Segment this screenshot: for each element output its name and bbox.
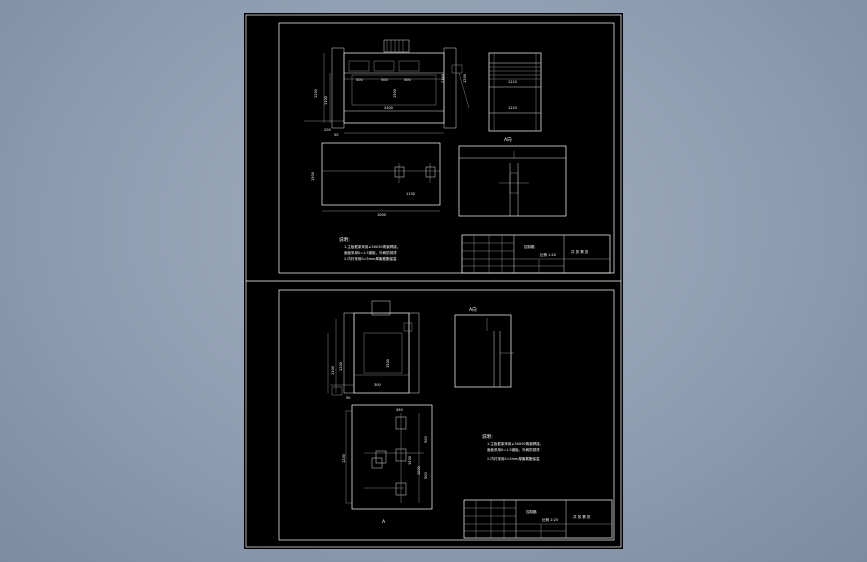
s2-plan-dim-450: 450	[396, 408, 403, 412]
s2-tb-name: 控制箱	[526, 509, 537, 514]
s1-tb-sheet: 共 张 第 张	[571, 249, 589, 254]
s2-plan-dim-500a: 500	[424, 436, 428, 443]
s2-plan-label: A	[382, 519, 386, 525]
s1-note-1: 1.主板框架采用∠50X50角钢焊接，	[344, 244, 400, 249]
cad-drawing: 500 500 500 2400 1200 1500 1100 200 2140…	[245, 14, 622, 548]
drawing-canvas: 500 500 500 2400 1200 1500 1100 200 2140…	[244, 13, 623, 549]
s2-plan-dim-1000: 1000	[417, 466, 421, 475]
s2-dim-1200: 1200	[339, 362, 343, 371]
s1-side-dim-1210b: 1210	[508, 106, 517, 110]
s1-plan-dim-1130: 1130	[406, 192, 415, 196]
s1-side-dim-1210a: 1210	[508, 80, 517, 84]
s2-notes-title: 说明：	[482, 433, 496, 440]
s1-tb-name: 控制箱	[524, 244, 535, 249]
s1-dim-500b: 500	[381, 78, 388, 82]
s1-dim-1500: 1500	[393, 89, 397, 98]
s1-dim-50: 50	[334, 133, 338, 137]
s2-plan-dim-1200: 1200	[342, 454, 346, 463]
sheet1-title-block: 控制箱 比例 1:20 共 张 第 张	[461, 234, 611, 274]
sheet2-frame	[278, 289, 615, 541]
s1-view-a-label-top: A向	[504, 136, 512, 143]
s1-dim-500a: 500	[356, 78, 363, 82]
sheet2-title-block: 控制箱 比例 1:20 共 张 第 张	[463, 499, 613, 539]
s1-dim-200: 200	[324, 128, 331, 132]
sheet1-side-view: 1210 1210	[488, 52, 542, 132]
sheet2-view-a	[454, 314, 514, 388]
s2-note-3: 2.内衬采用δ=5mm厚聚氨酯保温	[487, 456, 540, 461]
s2-tb-scale: 比例 1:20	[542, 517, 558, 522]
s1-dim-500c: 500	[404, 78, 411, 82]
s2-note-1: 1.主板框架采用∠50X50角钢焊接，	[487, 441, 543, 446]
s2-plan-dim-500b: 500	[424, 472, 428, 479]
s1-dim-2400: 2400	[384, 106, 393, 110]
s2-note-2: 面板采用δ=1.5钢板，外刷防锈漆	[487, 447, 540, 452]
s2-tb-sheet: 共 张 第 张	[573, 514, 591, 519]
sheet2-plan-view: 450 1200 500 1500 500 1000	[342, 404, 433, 510]
s1-note-2: 面板采用δ=1.5钢板，外刷防锈漆	[344, 250, 397, 255]
s2-dim-1500: 1500	[386, 359, 390, 368]
sheet1-plan-view: 1500 1000 1130	[311, 142, 441, 217]
sheet2-notes: 说明： 1.主板框架采用∠50X50角钢焊接， 面板采用δ=1.5钢板，外刷防锈…	[482, 433, 543, 461]
sheet1-notes: 说明： 1.主板框架采用∠50X50角钢焊接， 面板采用δ=1.5钢板，外刷防锈…	[339, 236, 400, 261]
s1-plan-dim-1500: 1500	[311, 172, 315, 181]
s1-tb-scale: 比例 1:20	[540, 252, 556, 257]
s2-dim-1100: 1100	[331, 366, 335, 375]
s2-dim-300: 300	[374, 383, 381, 387]
s1-note-3: 2.内衬采用δ=5mm厚聚氨酯保温	[344, 256, 397, 261]
sheet2-front-view: 1500 1200 1100 300 50	[327, 300, 420, 400]
s2-view-a-label: A向	[469, 306, 477, 313]
s1-dim-1100: 1100	[324, 96, 328, 105]
s1-dim-1200b: 1200	[463, 74, 467, 83]
s2-dim-50: 50	[346, 396, 350, 400]
s1-dim-1200: 1200	[314, 89, 318, 98]
sheet1-frame	[278, 22, 615, 274]
sheet1-view-a	[458, 145, 567, 217]
s1-dim-2140: 2140	[441, 74, 445, 83]
sheet1-front-view: 500 500 500 2400 1200 1500 1100 200 2140…	[304, 39, 470, 137]
s1-notes-title: 说明：	[339, 236, 353, 243]
s2-plan-dim-1500: 1500	[408, 456, 412, 465]
s1-plan-dim-1000: 1000	[377, 213, 386, 217]
